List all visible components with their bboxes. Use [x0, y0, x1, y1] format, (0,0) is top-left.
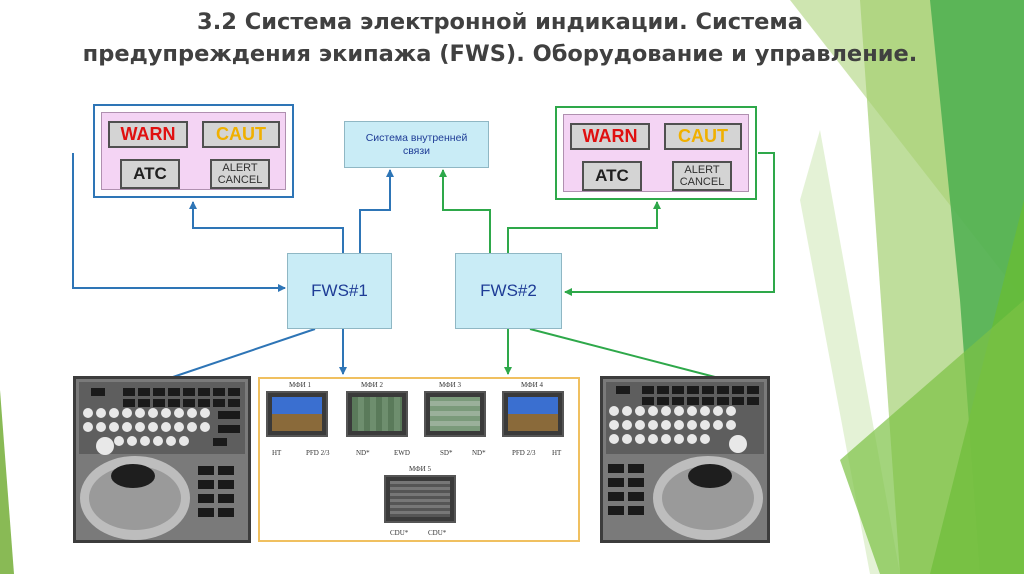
left-caut-label: CAUT [216, 124, 266, 144]
fws1-box: FWS#1 [287, 253, 392, 329]
label-ewd: EWD [394, 449, 410, 457]
mfd3-display [424, 391, 486, 437]
label-nt-left: НТ [272, 449, 282, 457]
left-cancel-label: CANCEL [217, 174, 263, 186]
line-left-panel-to-fws1 [72, 153, 286, 292]
display-screens-group: МФИ 1 МФИ 2 МФИ 3 МФИ 4 НТ PFD 2/3 ND* E… [258, 377, 580, 542]
label-nd-left: ND* [356, 449, 370, 457]
mfd1-display [266, 391, 328, 437]
line-fws2-to-right-panel [507, 201, 661, 253]
line-fws1-to-left-panel [189, 201, 344, 253]
left-warn-label: WARN [120, 124, 176, 144]
mfd1-title: МФИ 1 [289, 381, 311, 389]
mfd5-title: МФИ 5 [409, 465, 431, 473]
left-keypad-image [73, 376, 251, 543]
title-line-2: предупреждения экипажа (FWS). Оборудован… [82, 41, 918, 67]
left-cursor-control-panel [73, 376, 251, 543]
intercom-label-line-2: связи [402, 144, 431, 157]
mfd4-display [502, 391, 564, 437]
line-fws1-to-left-cursor [169, 328, 316, 379]
left-warning-panel: WARN CAUT ATC ALERT CANCEL [93, 104, 294, 198]
fws2-label: FWS#2 [480, 281, 537, 300]
fws1-label: FWS#1 [311, 281, 368, 300]
left-atc-label: ATC [133, 164, 167, 183]
mfd5-display [384, 475, 456, 523]
title-line-1: 3.2 Система электронной индикации. Систе… [197, 9, 803, 35]
label-nt-right: НТ [552, 449, 562, 457]
label-sd: SD* [440, 449, 453, 457]
line-fws2-to-right-cursor [529, 328, 716, 378]
label-nd-right: ND* [472, 449, 486, 457]
slide-title: 3.2 Система электронной индикации. Систе… [0, 6, 1000, 70]
label-pfd-left: PFD 2/3 [306, 449, 330, 457]
left-atc-button[interactable]: ATC [120, 159, 180, 189]
line-fws2-to-intercom [439, 169, 491, 253]
right-atc-button[interactable]: ATC [582, 161, 642, 191]
line-fws1-to-intercom [359, 169, 394, 253]
right-warn-label: WARN [582, 126, 638, 146]
right-cancel-label: CANCEL [679, 176, 725, 188]
left-alert-cancel-button[interactable]: ALERT CANCEL [210, 159, 270, 189]
right-caut-button[interactable]: CAUT [664, 123, 742, 150]
line-right-panel-to-fws2 [564, 152, 775, 296]
right-keypad-image [600, 376, 770, 543]
mfd4-screen [508, 397, 558, 431]
right-alert-label: ALERT [684, 164, 720, 176]
right-caut-label: CAUT [678, 126, 728, 146]
right-alert-cancel-button[interactable]: ALERT CANCEL [672, 161, 732, 191]
right-warn-button[interactable]: WARN [570, 123, 650, 150]
cdu-right-label: CDU* [428, 529, 447, 537]
intercom-label-line-1: Система внутренней [365, 131, 468, 144]
left-caut-button[interactable]: CAUT [202, 121, 280, 148]
mfd4-title: МФИ 4 [521, 381, 543, 389]
left-alert-label: ALERT [222, 162, 258, 174]
fws2-box: FWS#2 [455, 253, 562, 329]
mfd2-display [346, 391, 408, 437]
mfd5-screen [390, 481, 450, 517]
cdu-left-label: CDU* [390, 529, 409, 537]
intercom-system-box: Система внутренней связи [344, 121, 489, 168]
right-warning-panel: WARN CAUT ATC ALERT CANCEL [555, 106, 757, 200]
right-atc-label: ATC [595, 166, 629, 185]
mfd3-screen [430, 397, 480, 431]
right-cursor-control-panel [600, 376, 770, 543]
mfd3-title: МФИ 3 [439, 381, 461, 389]
mfd2-title: МФИ 2 [361, 381, 383, 389]
mfd1-screen [272, 397, 322, 431]
label-pfd-right: PFD 2/3 [512, 449, 536, 457]
left-warn-button[interactable]: WARN [108, 121, 188, 148]
mfd2-screen [352, 397, 402, 431]
